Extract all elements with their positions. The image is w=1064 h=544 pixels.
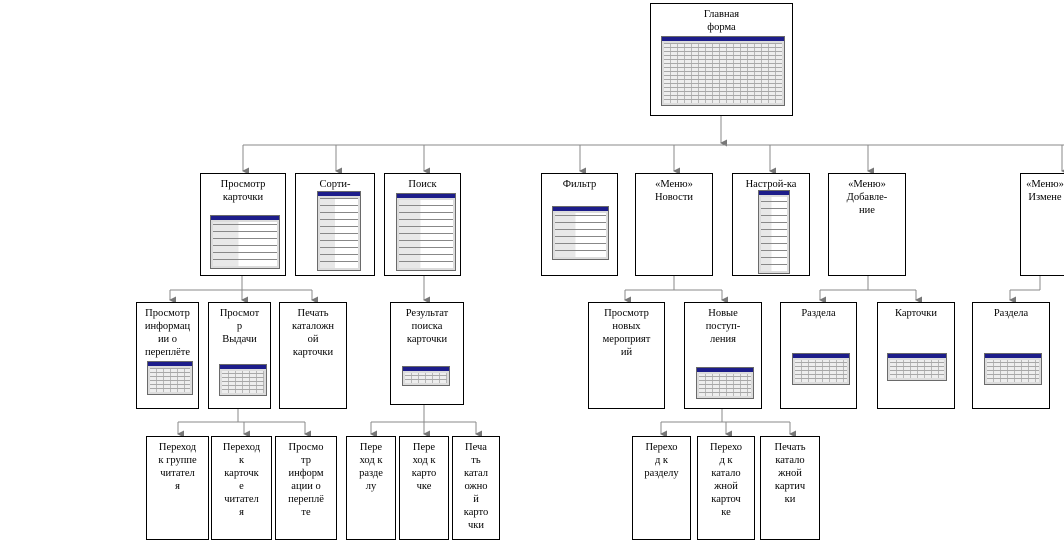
node-label: Перехо д к катало жной карточ ке (709, 442, 743, 518)
node-filter[interactable]: Фильтр (541, 173, 618, 276)
node-label: Настрой-ка (745, 179, 797, 190)
node-label: Переход к карточк е читател я (222, 442, 261, 518)
node-sort[interactable]: Сорти- ровка (295, 173, 375, 276)
node-label: Раздела (993, 308, 1029, 319)
node-goto-catalog-card[interactable]: Перехо д к катало жной карточ ке (697, 436, 755, 540)
screenshot-thumbnail (147, 361, 193, 395)
node-print-catalog-card[interactable]: Печать каталожн ой карточки (279, 302, 347, 409)
screenshot-thumbnail (317, 191, 361, 271)
node-label: «Меню» Добавле- ние (846, 179, 888, 216)
node-goto-reader-group[interactable]: Переход к группе читател я (146, 436, 209, 540)
screenshot-thumbnail (984, 353, 1042, 385)
node-label: Новые поступ- ления (705, 308, 741, 345)
screenshot-thumbnail (402, 366, 450, 386)
node-search-result[interactable]: Результат поиска карточки (390, 302, 464, 405)
node-label: «Меню» Новости (654, 179, 694, 203)
node-label: Результат поиска карточки (405, 308, 449, 345)
node-view-issue[interactable]: Просмот р Выдачи (208, 302, 271, 409)
node-view-binding[interactable]: Просмотр информац ии о переплёте (136, 302, 199, 409)
node-label: Раздела (801, 308, 836, 319)
screenshot-thumbnail (552, 206, 609, 260)
screenshot-thumbnail (219, 364, 267, 396)
node-view-binding-2[interactable]: Просмо тр информ ации о переплё те (275, 436, 337, 540)
screenshot-thumbnail (758, 190, 790, 274)
node-menu-edit[interactable]: «Меню» Измене (1020, 173, 1064, 276)
screenshot-thumbnail (396, 193, 456, 271)
node-label: Просмо тр информ ации о переплё те (288, 442, 324, 518)
node-add-card[interactable]: Карточки (877, 302, 955, 409)
node-goto-reader-card[interactable]: Переход к карточк е читател я (211, 436, 272, 540)
node-label: Печать каталожн ой карточки (292, 308, 334, 358)
node-label: Карточки (894, 308, 938, 319)
node-label: Пере ход к карто чке (411, 442, 437, 492)
node-add-section[interactable]: Раздела (780, 302, 857, 409)
node-menu-add[interactable]: «Меню» Добавле- ние (828, 173, 906, 276)
node-label: Поиск (408, 179, 437, 190)
node-label: «Меню» Измене (1026, 179, 1064, 203)
node-goto-section[interactable]: Пере ход к разде лу (346, 436, 396, 540)
node-label: Перехо д к разделу (644, 442, 679, 479)
node-label: Главная форма (703, 9, 740, 33)
screenshot-thumbnail (887, 353, 947, 381)
node-label: Просмотр информац ии о переплёте (144, 308, 191, 358)
node-label: Фильтр (562, 179, 597, 190)
node-goto-card[interactable]: Пере ход к карто чке (399, 436, 449, 540)
node-print-catalog-card-2[interactable]: Печа ть катал ожно й карто чки (452, 436, 500, 540)
node-label: Просмот р Выдачи (219, 308, 260, 345)
screenshot-thumbnail (210, 215, 280, 269)
node-label: Печать катало жной картич ки (774, 442, 806, 505)
node-settings[interactable]: Настрой-ка (732, 173, 810, 276)
node-search[interactable]: Поиск (384, 173, 461, 276)
node-view-card[interactable]: Просмотр карточки (200, 173, 286, 276)
node-label: Просмотр карточки (220, 179, 266, 203)
node-new-arrivals[interactable]: Новые поступ- ления (684, 302, 762, 409)
node-print-catalog-card-3[interactable]: Печать катало жной картич ки (760, 436, 820, 540)
screenshot-thumbnail (661, 36, 785, 106)
node-view-new-events[interactable]: Просмотр новых мероприят ий (588, 302, 665, 409)
node-goto-section-2[interactable]: Перехо д к разделу (632, 436, 691, 540)
screenshot-thumbnail (696, 367, 754, 399)
node-label: Пере ход к разде лу (359, 442, 383, 492)
node-main[interactable]: Главная форма (650, 3, 793, 116)
node-menu-news[interactable]: «Меню» Новости (635, 173, 713, 276)
screenshot-thumbnail (792, 353, 850, 385)
node-label: Печа ть катал ожно й карто чки (463, 442, 489, 531)
node-label: Переход к группе читател я (158, 442, 197, 492)
node-label: Просмотр новых мероприят ий (602, 308, 651, 358)
node-edit-section[interactable]: Раздела (972, 302, 1050, 409)
